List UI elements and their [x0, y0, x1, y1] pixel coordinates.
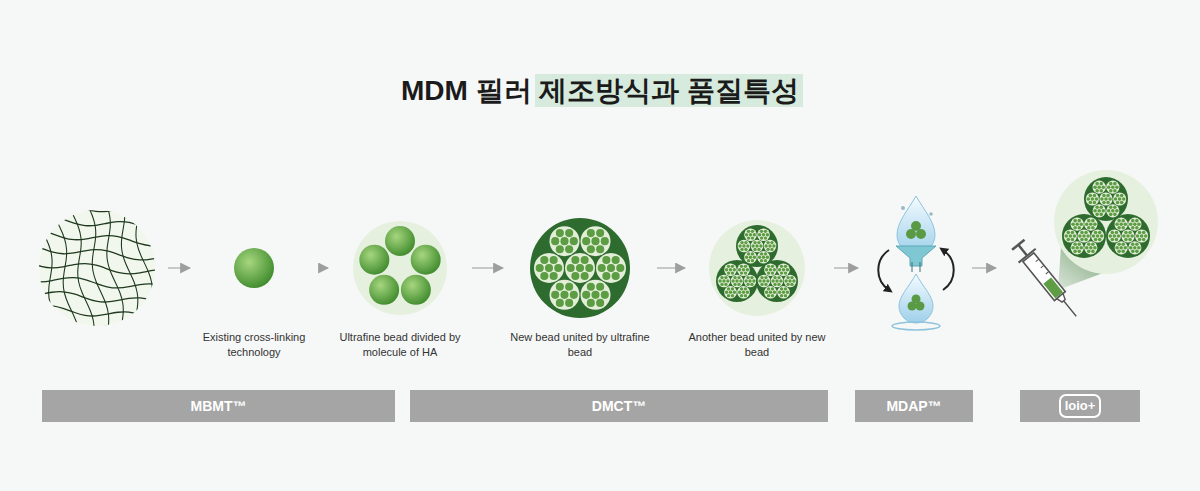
bar-label: MDAP™ [886, 398, 941, 414]
bead-group-ground [353, 221, 447, 315]
flow-arrow [472, 267, 503, 269]
process-step: Ultrafine bead divided by molecule of HA [331, 218, 469, 360]
title-block: MDM 필러 제조방식과 품질특성 [0, 72, 1200, 110]
process-step: Another bead united by new bead [688, 218, 826, 360]
filter-illustration [878, 196, 953, 330]
bead [234, 248, 274, 288]
process-step: Existing cross-linking technology [190, 218, 318, 360]
brand-logo: loio+ [1059, 394, 1102, 418]
technology-bar: DMCT™ [410, 390, 828, 422]
step-caption: Existing cross-linking technology [190, 330, 318, 360]
arrow [168, 267, 190, 269]
bar-label: DMCT™ [592, 398, 646, 414]
diagram-title: MDM 필러 제조방식과 품질특성 [401, 72, 799, 110]
step-caption: Another bead united by new bead [688, 330, 826, 360]
technology-bar: MBMT™ [42, 390, 395, 422]
bar-label: MBMT™ [191, 398, 247, 414]
bead-group-ground [709, 220, 805, 316]
title-highlight [535, 74, 803, 107]
new-bead [530, 218, 630, 318]
arrow [972, 267, 996, 269]
mesh-lines [21, 201, 170, 337]
flow-arrow [657, 267, 685, 269]
another-bead [716, 225, 798, 302]
step-caption: New bead united by ultrafine bead [506, 330, 654, 360]
ultrafine-beads [359, 226, 440, 305]
technology-bar: MDAP™ [855, 390, 973, 422]
arrow [834, 267, 858, 269]
process-step: New bead united by ultrafine bead [506, 218, 654, 360]
technology-bar: loio+ [1020, 390, 1140, 422]
step-caption: Ultrafine bead divided by molecule of HA [331, 330, 469, 360]
flow-arrow [321, 267, 328, 269]
syringe-illustration [1010, 170, 1158, 323]
